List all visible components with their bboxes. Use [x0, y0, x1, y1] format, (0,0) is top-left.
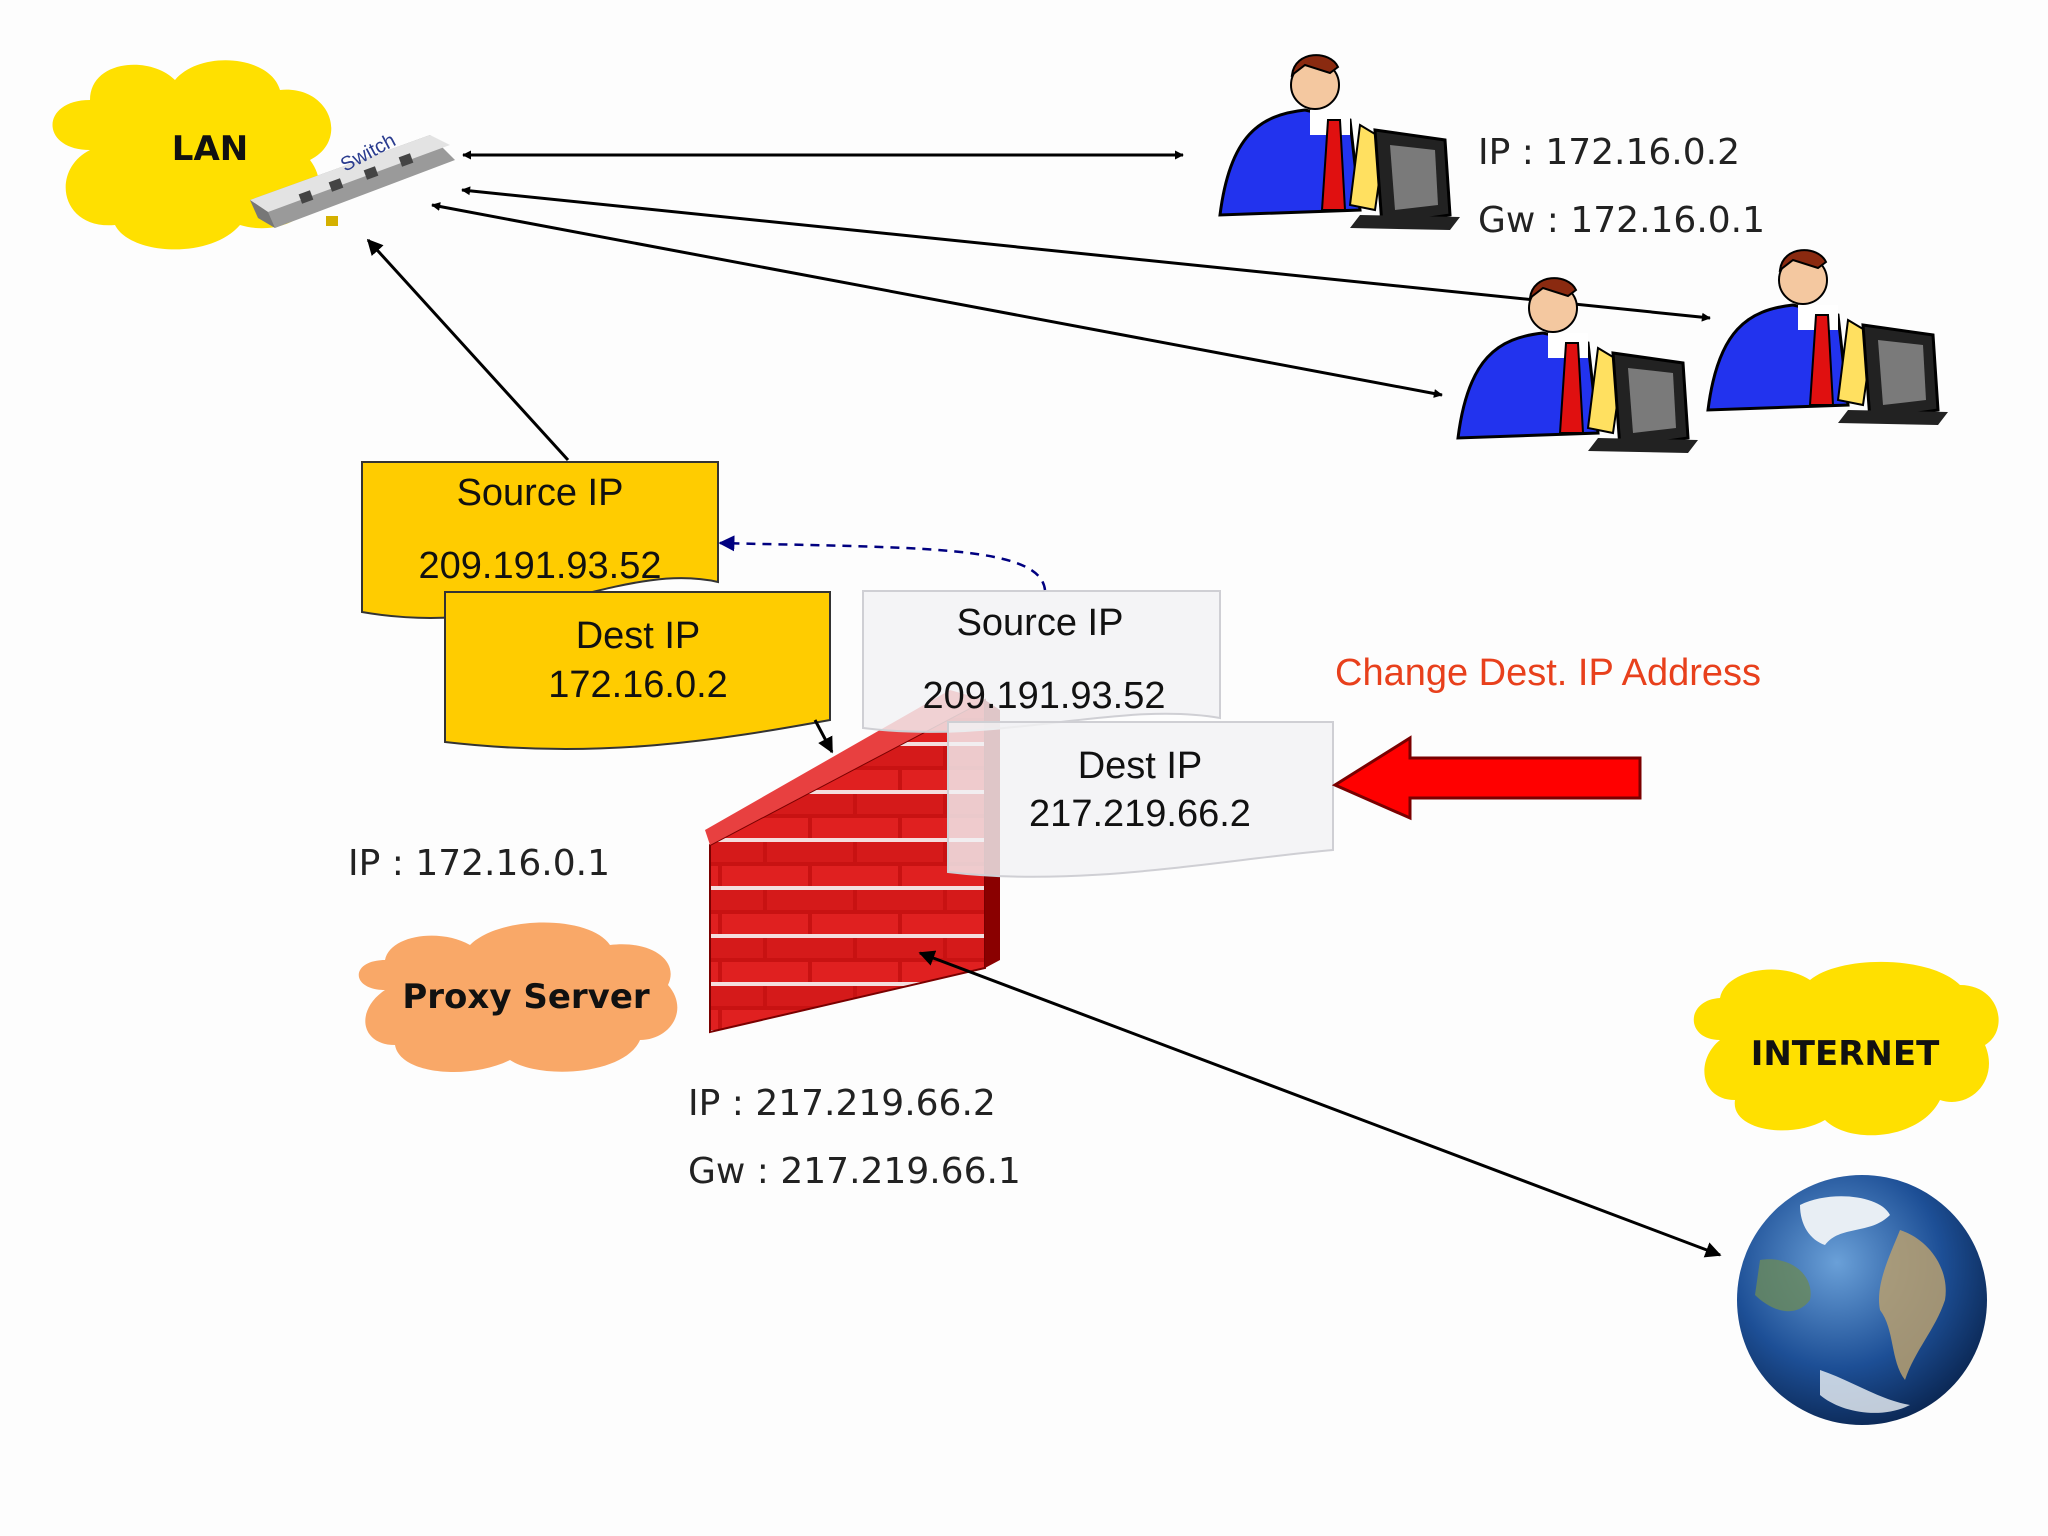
internet-label: INTERNET	[1751, 1034, 1940, 1074]
translated-source-ip: 209.191.93.52	[418, 545, 661, 587]
red-pointer-arrow	[1331, 735, 1642, 821]
original-dest-ip: 217.219.66.2	[1029, 793, 1251, 835]
globe-icon	[1737, 1175, 1987, 1425]
translated-source-title: Source IP	[457, 472, 624, 514]
translated-dest-title: Dest IP	[576, 615, 701, 657]
link-packet-firewall	[813, 719, 834, 754]
switch-device: Switch	[250, 129, 455, 228]
link-switch-pc2	[431, 202, 1443, 398]
original-source-ip: 209.191.93.52	[922, 675, 1165, 717]
original-source-title: Source IP	[957, 602, 1124, 644]
pc-user-1	[1218, 54, 1460, 230]
original-dest-title: Dest IP	[1078, 745, 1203, 787]
packet-original: Source IP 209.191.93.52 Dest IP 217.219.…	[862, 590, 1334, 878]
packet-translated: Source IP 209.191.93.52 Dest IP 172.16.0…	[361, 461, 831, 750]
pc1-ip: IP : 172.16.0.2	[1478, 132, 1740, 173]
pc1-gw: Gw : 172.16.0.1	[1478, 200, 1765, 241]
link-packet-switch	[366, 238, 570, 462]
lan-label: LAN	[172, 129, 248, 169]
translation-dashed-arrow	[718, 535, 1047, 591]
internet-cloud: INTERNET	[1693, 961, 1999, 1136]
proxy-lan-ip: IP : 172.16.0.1	[348, 843, 610, 884]
change-dest-ip-label: Change Dest. IP Address	[1335, 652, 1761, 694]
proxy-cloud: Proxy Server	[358, 922, 678, 1072]
pc-user-3	[1706, 249, 1948, 425]
proxy-label: Proxy Server	[402, 977, 650, 1017]
packet-translated-dest-card	[444, 591, 831, 750]
translated-dest-ip: 172.16.0.2	[548, 664, 728, 706]
proxy-wan-gw: Gw : 217.219.66.1	[688, 1151, 1021, 1192]
pc-user-2	[1456, 277, 1698, 453]
link-firewall-internet	[918, 950, 1722, 1258]
lan-links	[366, 150, 1711, 462]
proxy-wan-ip: IP : 217.219.66.2	[688, 1083, 996, 1124]
packet-original-dest-card	[947, 721, 1334, 878]
